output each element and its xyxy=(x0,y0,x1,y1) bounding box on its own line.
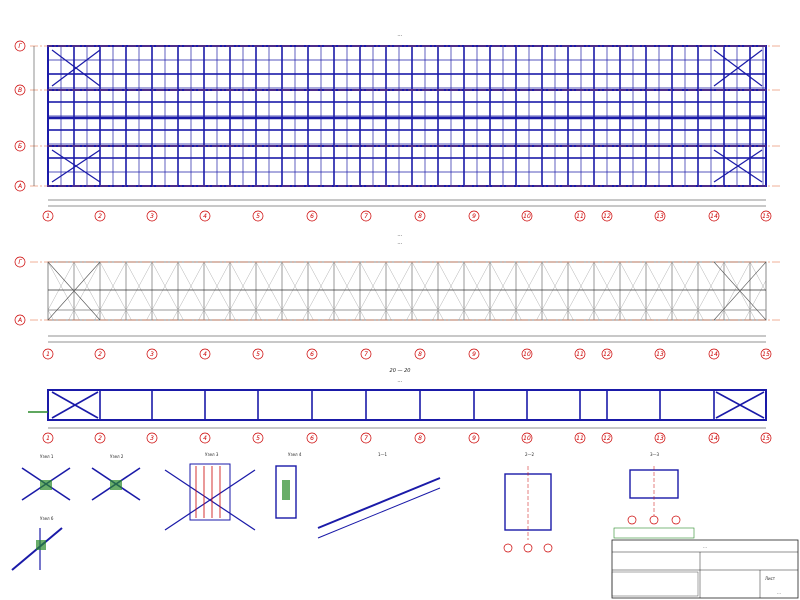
col-axis-label: 13 xyxy=(656,213,664,220)
col-axis-label: 15 xyxy=(762,213,770,220)
col-axis-label: 14 xyxy=(710,435,718,442)
col-axis-label: 2 xyxy=(98,351,102,358)
detail-node-2: Узел 2 xyxy=(91,454,141,501)
col-axis-label: 13 xyxy=(656,435,664,442)
svg-text:В: В xyxy=(18,87,22,94)
col-axis-label: 13 xyxy=(656,351,664,358)
plan-1-col-axes xyxy=(42,199,772,222)
svg-text:2—2: 2—2 xyxy=(525,452,535,457)
col-axis-label: 14 xyxy=(710,213,718,220)
plan-2-frame xyxy=(30,261,780,321)
col-axis-label: 5 xyxy=(256,351,260,358)
svg-text:Г: Г xyxy=(18,259,22,266)
col-axis-label: 3 xyxy=(150,435,154,442)
plan-2-subtitle: … xyxy=(398,240,403,246)
svg-text:Узел 1: Узел 1 xyxy=(40,454,54,459)
plan-3-col-axes xyxy=(42,427,772,444)
col-axis-label: 1 xyxy=(46,435,50,442)
col-axis-label: 10 xyxy=(523,351,531,358)
detail-node-6: Узел 6 xyxy=(11,516,63,571)
plan-2-col-axes xyxy=(42,335,772,360)
col-axis-label: 9 xyxy=(472,351,476,358)
svg-text:Узел 3: Узел 3 xyxy=(205,452,219,457)
col-axis-label: 3 xyxy=(150,351,154,358)
svg-text:Узел 2: Узел 2 xyxy=(110,454,124,459)
svg-text:3—3: 3—3 xyxy=(650,452,660,457)
col-axis-label: 7 xyxy=(364,213,368,220)
col-axis-label: 8 xyxy=(418,435,422,442)
svg-text:Г: Г xyxy=(18,43,22,50)
svg-text:А: А xyxy=(17,183,22,190)
col-axis-label: 2 xyxy=(98,435,102,442)
col-axis-label: 9 xyxy=(472,213,476,220)
col-axis-label: 14 xyxy=(710,351,718,358)
col-axis-label: 3 xyxy=(150,213,154,220)
plan-1-row-axes: Г В Б А xyxy=(14,40,35,192)
svg-text:1—1: 1—1 xyxy=(378,452,388,457)
col-axis-label: 1 xyxy=(46,351,50,358)
detail-node-3: Узел 3 xyxy=(164,452,256,531)
col-axis-label: 8 xyxy=(418,213,422,220)
stamp-sheet: Лист xyxy=(765,576,776,581)
col-axis-label: 6 xyxy=(310,213,314,220)
plan-1-frame xyxy=(30,45,780,187)
col-axis-label: 5 xyxy=(256,213,260,220)
col-axis-label: 8 xyxy=(418,351,422,358)
plan-1-title: … xyxy=(398,32,403,38)
col-axis-label: 9 xyxy=(472,435,476,442)
stamp-org: … xyxy=(777,590,781,595)
svg-text:Б: Б xyxy=(18,143,22,150)
col-axis-label: 11 xyxy=(576,213,584,220)
plan-2-title: … xyxy=(398,232,403,238)
stamp-code: … xyxy=(703,544,707,549)
col-axis-label: 12 xyxy=(603,213,611,220)
col-axis-label: 1 xyxy=(46,213,50,220)
svg-text:Узел 4: Узел 4 xyxy=(288,452,302,457)
title-block: … Лист … xyxy=(611,527,799,599)
col-axis-label: 15 xyxy=(762,435,770,442)
col-axis-label: 4 xyxy=(203,351,207,358)
detail-node-4: Узел 4 xyxy=(275,452,302,519)
col-axis-label: 7 xyxy=(364,351,368,358)
plan-3-subtitle: … xyxy=(398,378,403,384)
col-axis-label: 12 xyxy=(603,435,611,442)
detail-node-1: Узел 1 xyxy=(21,454,71,501)
col-axis-label: 7 xyxy=(364,435,368,442)
plan-3-title: 20 — 20 xyxy=(390,368,411,374)
col-axis-label: 6 xyxy=(310,435,314,442)
detail-section-3-3: 3—3 xyxy=(627,452,681,525)
col-axis-label: 12 xyxy=(603,351,611,358)
plan-2-row-axes: Г А xyxy=(14,256,26,326)
plan-3-frame xyxy=(28,389,767,421)
detail-section-1-1: 1—1 xyxy=(317,452,441,539)
col-axis-label: 4 xyxy=(203,213,207,220)
col-axis-label: 11 xyxy=(576,435,584,442)
detail-section-2-2: 2—2 xyxy=(503,452,553,553)
col-axis-label: 11 xyxy=(576,351,584,358)
svg-text:А: А xyxy=(17,317,22,324)
col-axis-label: 6 xyxy=(310,351,314,358)
col-axis-label: 4 xyxy=(203,435,207,442)
col-axis-label: 2 xyxy=(98,213,102,220)
col-axis-label: 10 xyxy=(523,435,531,442)
col-axis-label: 10 xyxy=(523,213,531,220)
col-axis-label: 15 xyxy=(762,351,770,358)
col-axis-label: 5 xyxy=(256,435,260,442)
svg-text:Узел 6: Узел 6 xyxy=(40,516,54,521)
